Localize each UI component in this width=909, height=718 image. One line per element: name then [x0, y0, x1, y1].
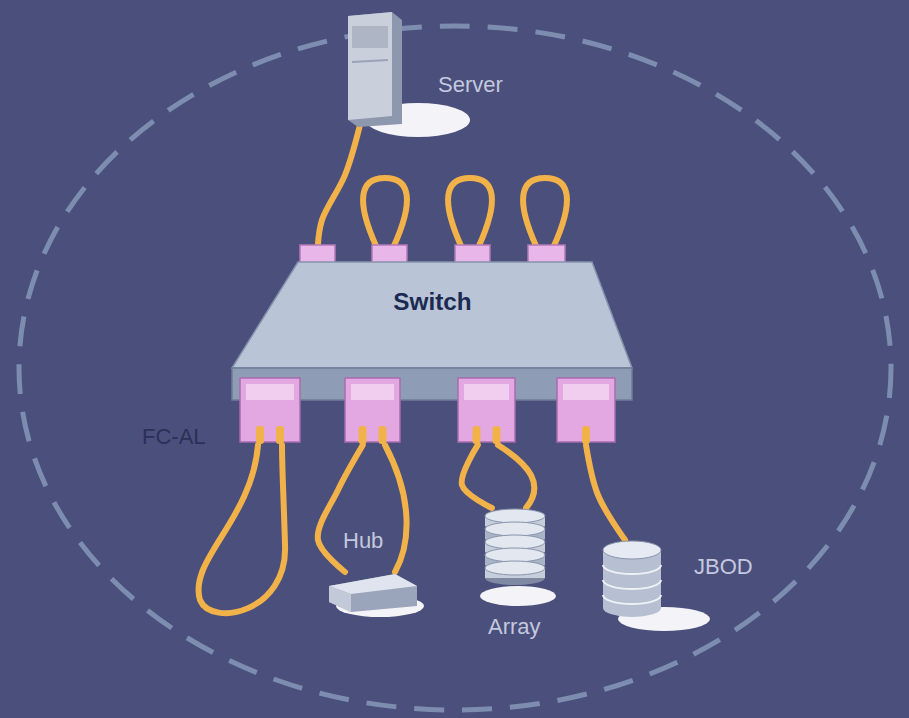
node-label: JBOD — [694, 554, 753, 580]
switch-box: Switch — [230, 240, 635, 450]
jbod-icon-art — [600, 540, 665, 618]
array-icon-art — [482, 508, 548, 586]
hub-icon-art — [325, 572, 418, 612]
hub-icon: Hub — [325, 572, 418, 612]
switch-box-art — [230, 240, 635, 450]
loop-label: FC-AL — [142, 424, 206, 450]
loopback-cables — [199, 178, 567, 613]
node-label: Hub — [343, 528, 383, 554]
jbod-icon: JBOD — [600, 540, 665, 618]
array-icon: Array — [482, 508, 548, 586]
node-label: Server — [438, 72, 503, 98]
node-label: Switch — [230, 288, 635, 316]
fibre-cable — [586, 445, 625, 540]
server-icon-art — [340, 12, 405, 127]
fibre-cable — [462, 445, 492, 508]
server-icon: Server — [340, 12, 405, 127]
node-label: Array — [488, 614, 541, 640]
fibre-cable — [318, 127, 360, 245]
boundary-dashed-ellipse — [19, 26, 891, 710]
